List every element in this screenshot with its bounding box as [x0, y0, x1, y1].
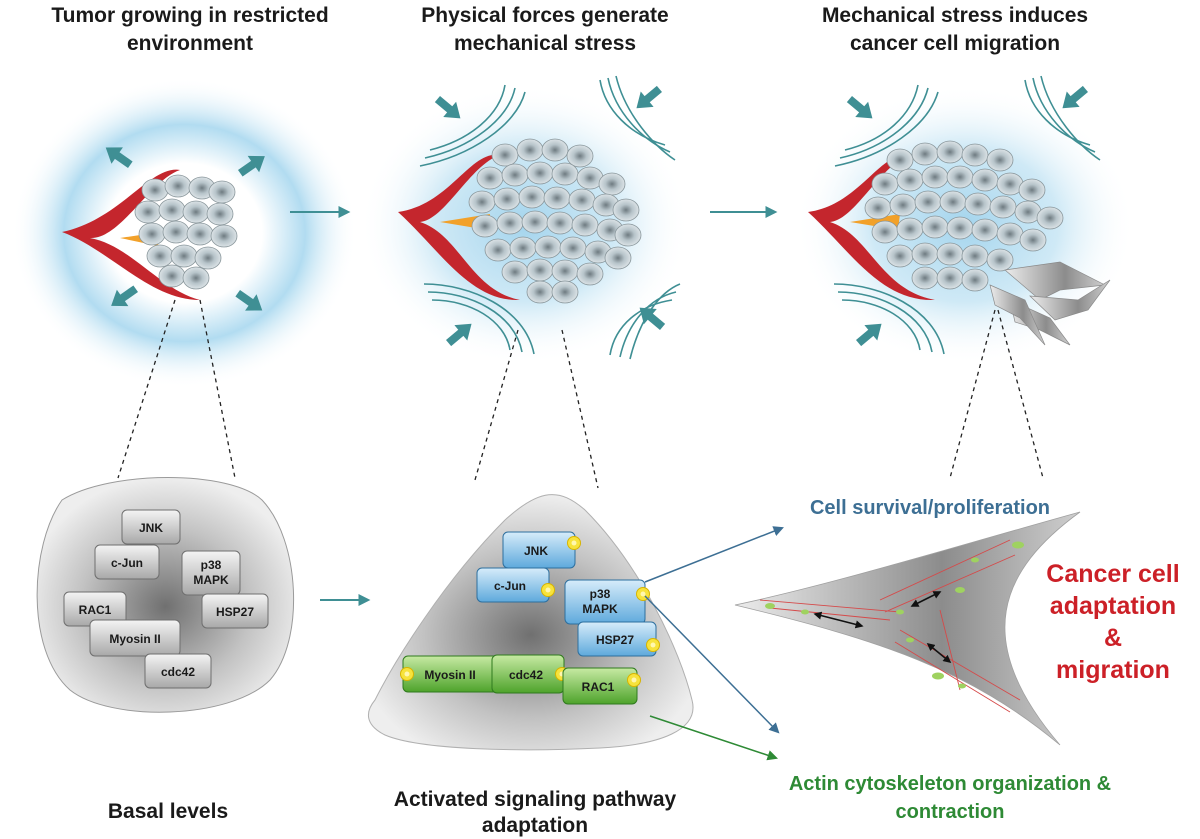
active-protein-hsp27: HSP27 [577, 621, 660, 657]
basal-mapk-label: MAPK [193, 573, 229, 587]
active-protein-jnk: JNK [502, 531, 581, 569]
adaptation-line4: migration [1056, 656, 1170, 684]
phosphorylation-icon [541, 583, 555, 597]
cytoskeleton-blue-arrow [644, 595, 780, 734]
focal-adhesions [765, 541, 1024, 689]
active-protein-p38: p38 MAPK [564, 579, 650, 625]
contraction-arrows [813, 591, 952, 664]
basal-protein-jnk: JNK [121, 509, 181, 545]
blood-vessel [62, 169, 200, 300]
active-protein-rac1: RAC1 [562, 667, 641, 705]
active-jnk-label: JNK [524, 544, 548, 558]
basal-protein-myosin: Myosin II [89, 619, 181, 657]
phosphorylation-icon [400, 667, 414, 681]
migrating-cells [989, 261, 1111, 346]
adaptation-label: Cancer cell adaptation & migration [1046, 560, 1179, 684]
basal-levels-caption: Basal levels [108, 800, 228, 823]
activated-caption-line1: Activated signaling pathway [394, 788, 677, 811]
active-rac1-label: RAC1 [582, 680, 615, 694]
active-cdc42-label: cdc42 [509, 668, 543, 682]
panel2-title-line2: mechanical stress [454, 32, 636, 55]
actin-label-line1: Actin cytoskeleton organization & [789, 773, 1111, 795]
active-hsp27-label: HSP27 [596, 633, 634, 647]
active-cjun-label: c-Jun [494, 579, 526, 593]
basal-myosin-label: Myosin II [109, 632, 160, 646]
panel2-tumor-illustration [360, 75, 690, 365]
active-protein-cjun: c-Jun [476, 567, 555, 603]
blood-vessel [398, 154, 520, 301]
adaptation-line2: adaptation [1050, 592, 1176, 620]
basal-protein-p38: p38 MAPK [181, 550, 241, 596]
active-mapk-label: MAPK [582, 602, 618, 616]
phosphorylation-icon [627, 673, 641, 687]
active-p38-label: p38 [590, 587, 611, 601]
panel3-title: Mechanical stress induces cancer cell mi… [822, 4, 1088, 55]
active-protein-cdc42: cdc42 [491, 654, 569, 694]
panel3-title-line2: cancer cell migration [850, 32, 1060, 55]
adaptation-line1: Cancer cell [1046, 560, 1179, 588]
basal-jnk-label: JNK [139, 521, 163, 535]
panel1-title-line2: environment [127, 32, 253, 55]
cytoskeleton-green-arrow [649, 715, 778, 761]
compression-lines [833, 75, 1101, 355]
activated-cell: JNK c-Jun p38 MAPK HSP27 Myosin II cdc42 [367, 494, 694, 751]
cell-survival-label: Cell survival/proliferation [810, 497, 1050, 519]
actin-label-line2: contraction [896, 801, 1005, 823]
panel1-title: Tumor growing in restricted environment [51, 4, 328, 55]
basal-protein-cdc42: cdc42 [144, 653, 212, 689]
basal-rac1-label: RAC1 [79, 603, 112, 617]
basal-protein-hsp27: HSP27 [201, 593, 269, 629]
phosphorylation-icon [646, 638, 660, 652]
panel3-title-line1: Mechanical stress induces [822, 4, 1088, 27]
panel2-title-line1: Physical forces generate [421, 4, 668, 27]
basal-p38-label: p38 [201, 558, 222, 572]
force-arrow-upper-right [630, 81, 666, 116]
phosphorylation-icon [567, 536, 581, 550]
basal-protein-rac1: RAC1 [63, 591, 127, 627]
activated-caption-line2: adaptation [482, 814, 588, 837]
zoom-lines [117, 299, 1044, 489]
basal-cell: JNK c-Jun p38 MAPK RAC1 HSP27 Myosin II … [36, 477, 295, 713]
compression-lines [419, 75, 681, 360]
survival-arrow [644, 526, 784, 583]
basal-cdc42-label: cdc42 [161, 665, 195, 679]
migrating-cell [734, 511, 1081, 746]
basal-protein-cjun: c-Jun [94, 544, 160, 580]
blood-vessel [808, 154, 935, 301]
basal-hsp27-label: HSP27 [216, 605, 254, 619]
active-myosin-label: Myosin II [424, 668, 475, 682]
panel3-tumor-illustration [795, 75, 1135, 365]
active-protein-myosin: Myosin II [400, 655, 499, 693]
adaptation-line3: & [1104, 624, 1122, 652]
basal-cjun-label: c-Jun [111, 556, 143, 570]
panel2-title: Physical forces generate mechanical stre… [421, 4, 668, 55]
panel1-tumor-illustration [12, 78, 357, 388]
panel1-title-line1: Tumor growing in restricted [51, 4, 328, 27]
